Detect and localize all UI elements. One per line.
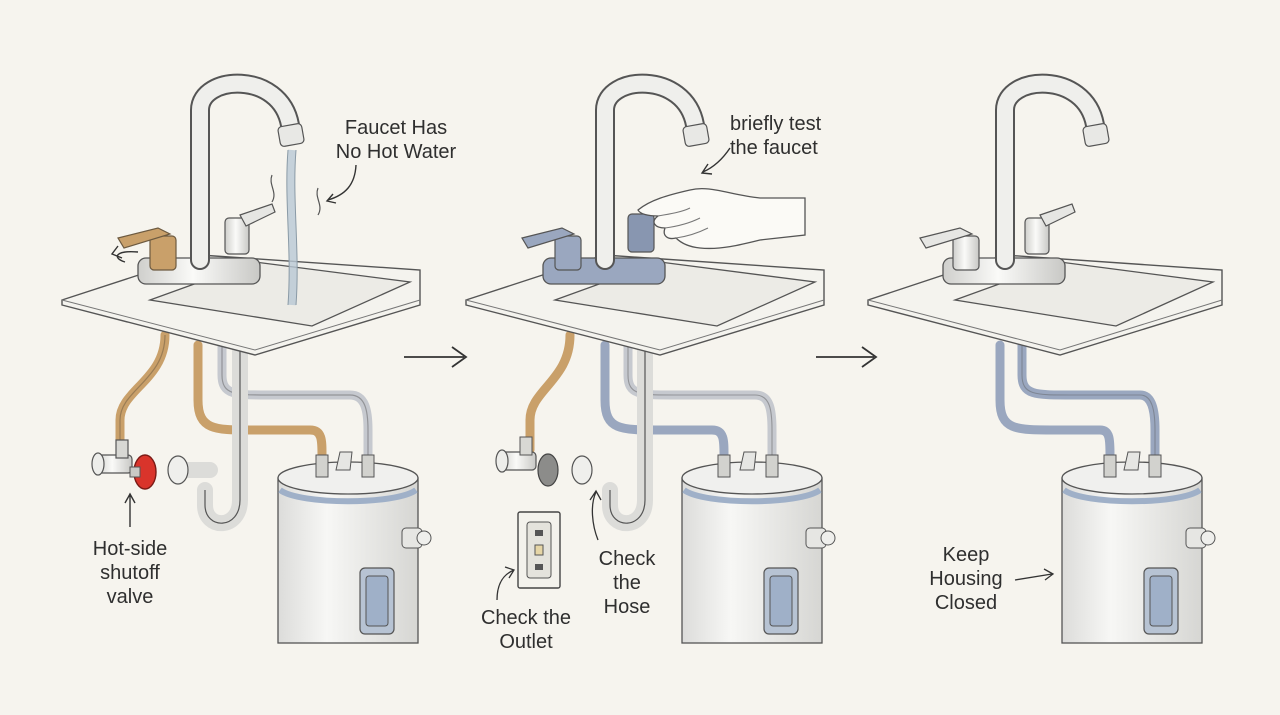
label-briefly-test: briefly test the faucet: [730, 113, 822, 159]
panel-3: [867, 73, 1223, 644]
arrow-right-icon: [816, 346, 878, 368]
hot-line-to-heater: [193, 340, 327, 475]
panel-1: [61, 73, 432, 644]
water-heater-3: [1061, 451, 1216, 644]
arrow-right-icon: [404, 346, 468, 368]
faucet-label-arrow: [325, 164, 357, 204]
rotate-arrow: [110, 245, 139, 263]
outlet-pointer-arrow: [496, 566, 515, 601]
water-heater-1: [277, 451, 432, 644]
label-check-hose: Check the Hose: [598, 548, 656, 618]
test-label-arrow: [700, 147, 731, 175]
label-hot-side-shutoff: Hot-side shutoff valve: [92, 538, 168, 608]
cold-line-to-heater: [217, 340, 373, 470]
hot-handle-blue-icon: [521, 227, 582, 271]
hot-handle-chrome-icon: [919, 227, 980, 271]
hot-side-shutoff-valve-icon: [91, 439, 157, 490]
label-keep-housing: Keep Housing Closed: [929, 544, 1003, 614]
cold-handle-blue-icon: [627, 213, 655, 253]
water-heater-2: [681, 451, 836, 644]
water-stream: [286, 149, 298, 306]
hot-supply-pipe: [115, 330, 170, 455]
label-faucet-no-hot-water: Faucet Has No Hot Water: [335, 117, 457, 163]
shutoff-valve-closed-icon: [495, 436, 559, 487]
valve-pointer-arrow: [124, 492, 136, 527]
housing-pointer-arrow: [1014, 568, 1055, 581]
cold-handle-chrome-icon: [1024, 203, 1076, 255]
cold-handle-icon: [224, 203, 276, 255]
panel-2: [465, 73, 836, 644]
hot-handle-icon: [117, 227, 177, 271]
hose-pointer-arrow: [589, 489, 602, 541]
label-check-outlet: Check the Outlet: [480, 607, 572, 653]
hand-icon: [637, 187, 806, 250]
gfci-outlet-icon: [517, 511, 561, 589]
